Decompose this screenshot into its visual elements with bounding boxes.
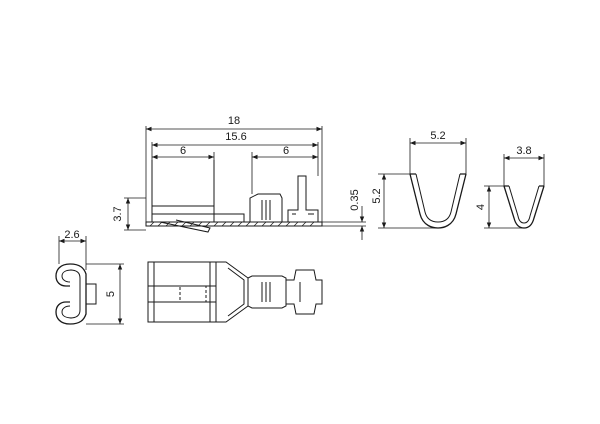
dimension-side-height: 3.7	[112, 198, 131, 230]
dimension-crimp-large-height: 5.2	[371, 174, 387, 228]
dimension-label-side-height: 3.7	[112, 206, 124, 221]
crimp-profile-large	[409, 173, 467, 229]
dimension-front-height: 5	[105, 264, 123, 324]
crimp-profile-small	[503, 185, 545, 229]
dimension-crimp-small-height: 4	[475, 186, 492, 228]
dimension-label-overall-length: 18	[228, 115, 240, 127]
dimension-label-thickness: 0.35	[349, 189, 361, 210]
dimension-label-crimp-large-height: 5.2	[371, 188, 383, 203]
top-view	[147, 261, 323, 323]
dimension-label-front-height: 5	[105, 291, 117, 297]
dimension-label-crimp-small-height: 4	[475, 204, 487, 210]
dimension-label-front-width: 2.6	[64, 229, 79, 241]
dimension-left-section: 6	[152, 145, 214, 160]
dimension-thickness: 0.35	[349, 189, 365, 240]
dimension-overall-length: 18	[146, 115, 322, 132]
dimension-crimp-large-width: 5.2	[410, 130, 466, 146]
dimension-label-crimp-small-width: 3.8	[516, 145, 531, 157]
side-view	[145, 160, 323, 233]
dimension-label-left-section: 6	[180, 145, 186, 157]
dimension-inner-length: 15.6	[152, 131, 318, 148]
dimension-crimp-small-width: 3.8	[504, 145, 544, 161]
dimension-label-crimp-large-width: 5.2	[430, 130, 445, 142]
dimension-label-inner-length: 15.6	[225, 131, 246, 143]
front-view-extension-lines	[58, 236, 124, 325]
base-hatching	[149, 221, 315, 227]
dimension-front-width: 2.6	[58, 229, 86, 244]
dimension-right-section: 6	[252, 145, 318, 160]
front-view	[55, 263, 97, 325]
dimension-label-right-section: 6	[283, 145, 289, 157]
crimp-large-extension-lines	[378, 138, 467, 229]
